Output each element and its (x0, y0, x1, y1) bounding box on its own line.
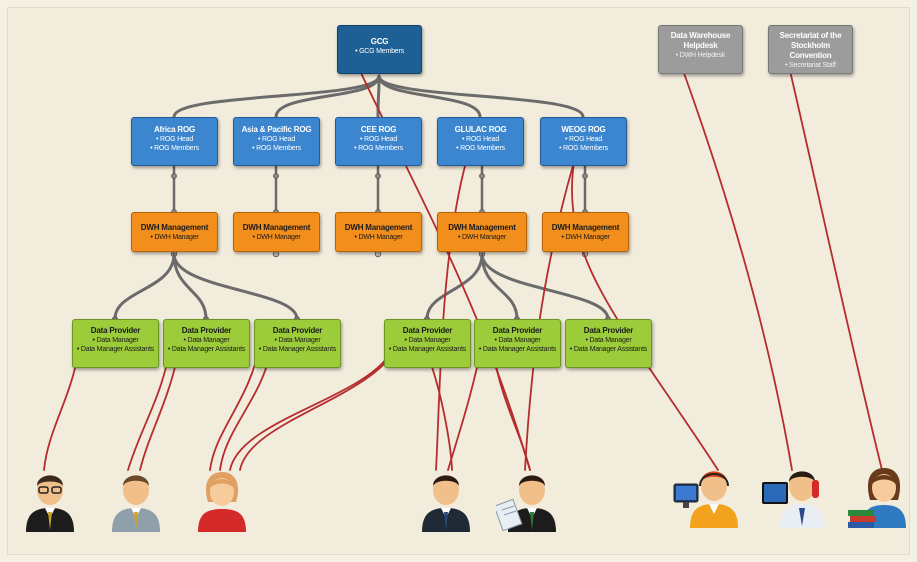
helpdesk-title-line-2: Helpdesk (683, 41, 718, 50)
rog-item: ROG Members (234, 144, 319, 153)
rog-title: WEOG ROG (561, 125, 606, 134)
rog-node-africa[interactable]: Africa ROG ROG Head ROG Members (131, 117, 218, 166)
dwh-title: DWH Management (551, 223, 620, 232)
gcg-title: GCG (370, 37, 389, 46)
dwh-item: DWH Manager (438, 233, 526, 242)
data-provider-node-5[interactable]: Data Provider Data Manager Data Manager … (474, 319, 561, 368)
dwh-node-africa[interactable]: DWH Management DWH Manager (131, 212, 218, 252)
provider-title: Data Provider (181, 326, 232, 335)
rog-item: ROG Members (132, 144, 217, 153)
dwh-title: DWH Management (140, 223, 209, 232)
provider-item: Data Manager (475, 336, 560, 345)
woman-red-top-icon (198, 472, 246, 532)
rog-node-glulac[interactable]: GLULAC ROG ROG Head ROG Members (437, 117, 524, 166)
rog-title: Africa ROG (153, 125, 196, 134)
rog-title: GLULAC ROG (454, 125, 507, 134)
rog-item: ROG Head (541, 135, 626, 144)
man-dark-suit-icon (422, 475, 470, 532)
provider-item: Data Manager Assistants (385, 345, 470, 354)
rog-item: ROG Members (541, 144, 626, 153)
man-laptop-phone-icon (762, 471, 824, 528)
rog-item: ROG Head (234, 135, 319, 144)
man-with-document-icon (496, 475, 556, 532)
provider-item: Data Manager Assistants (73, 345, 158, 354)
rog-node-cee[interactable]: CEE ROG ROG Head ROG Members (335, 117, 422, 166)
dwh-title: DWH Management (448, 223, 516, 232)
provider-item: Data Manager Assistants (566, 345, 651, 354)
data-provider-node-6[interactable]: Data Provider Data Manager Data Manager … (565, 319, 652, 368)
provider-title: Data Provider (583, 326, 634, 335)
provider-item: Data Manager (73, 336, 158, 345)
provider-item: Data Manager (385, 336, 470, 345)
secretariat-title-line-2: Stockholm Convention (789, 41, 832, 60)
man-grey-suit-icon (112, 475, 160, 532)
helpdesk-title-line-1: Data Warehouse (670, 31, 731, 40)
rog-item: ROG Members (438, 144, 523, 153)
provider-item: Data Manager Assistants (255, 345, 340, 354)
provider-item: Data Manager Assistants (475, 345, 560, 354)
dwh-item: DWH Manager (234, 233, 319, 242)
provider-title: Data Provider (90, 326, 141, 335)
rog-item: ROG Head (438, 135, 523, 144)
rog-title: CEE ROG (360, 125, 397, 134)
rog-node-weog[interactable]: WEOG ROG ROG Head ROG Members (540, 117, 627, 166)
dwh-item: DWH Manager (336, 233, 421, 242)
provider-title: Data Provider (402, 326, 453, 335)
dwh-node-glulac[interactable]: DWH Management DWH Manager (437, 212, 527, 252)
secretariat-item: Secretariat Staff (769, 61, 852, 70)
gcg-item: GCG Members (338, 47, 421, 56)
dwh-node-weog[interactable]: DWH Management DWH Manager (542, 212, 629, 252)
dwh-helpdesk-node[interactable]: Data Warehouse Helpdesk DWH Helpdesk (658, 25, 743, 74)
man-glasses-tie-icon (26, 475, 74, 532)
dwh-item: DWH Manager (543, 233, 628, 242)
provider-item: Data Manager Assistants (164, 345, 249, 354)
provider-item: Data Manager (255, 336, 340, 345)
provider-title: Data Provider (272, 326, 323, 335)
secretariat-title-line-1: Secretariat of the (779, 31, 842, 40)
dwh-item: DWH Manager (132, 233, 217, 242)
secretariat-node[interactable]: Secretariat of the Stockholm Convention … (768, 25, 853, 74)
data-provider-node-4[interactable]: Data Provider Data Manager Data Manager … (384, 319, 471, 368)
provider-item: Data Manager (164, 336, 249, 345)
helpdesk-item: DWH Helpdesk (659, 51, 742, 60)
rog-item: ROG Head (336, 135, 421, 144)
data-provider-node-1[interactable]: Data Provider Data Manager Data Manager … (72, 319, 159, 368)
provider-title: Data Provider (492, 326, 543, 335)
rog-title: Asia & Pacific ROG (241, 125, 312, 134)
data-provider-node-2[interactable]: Data Provider Data Manager Data Manager … (163, 319, 250, 368)
gcg-node[interactable]: GCG GCG Members (337, 25, 422, 74)
data-provider-node-3[interactable]: Data Provider Data Manager Data Manager … (254, 319, 341, 368)
woman-books-icon (848, 468, 906, 528)
dwh-node-cee[interactable]: DWH Management DWH Manager (335, 212, 422, 252)
dwh-title: DWH Management (344, 223, 413, 232)
rog-node-asia-pacific[interactable]: Asia & Pacific ROG ROG Head ROG Members (233, 117, 320, 166)
provider-item: Data Manager (566, 336, 651, 345)
man-computer-headset-icon (673, 471, 738, 528)
rog-item: ROG Members (336, 144, 421, 153)
dwh-node-asia-pacific[interactable]: DWH Management DWH Manager (233, 212, 320, 252)
rog-item: ROG Head (132, 135, 217, 144)
dwh-title: DWH Management (242, 223, 311, 232)
